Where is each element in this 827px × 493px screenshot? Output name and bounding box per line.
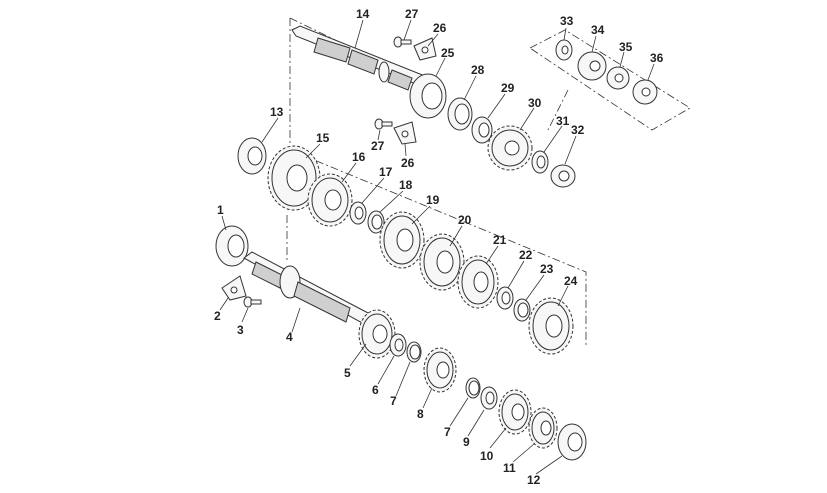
retainer-plate-26-upper (413, 37, 437, 61)
callout-26-lower: 26 (401, 156, 415, 170)
callout-20: 20 (458, 213, 472, 227)
countershaft-4 (243, 251, 371, 325)
assembly-outlines (286, 17, 691, 345)
washer-17 (349, 201, 367, 225)
callout-4: 4 (286, 330, 293, 344)
leader-lines (219, 19, 655, 475)
callout-13: 13 (270, 105, 284, 119)
callout-2: 2 (214, 309, 221, 323)
circlip-18 (367, 210, 385, 234)
callout-12: 12 (527, 473, 541, 487)
callout-1: 1 (217, 203, 224, 217)
callout-7-a: 7 (390, 394, 397, 408)
callout-16: 16 (352, 150, 366, 164)
washer-33 (555, 39, 573, 61)
callout-33: 33 (560, 14, 574, 28)
bearing-12 (557, 423, 587, 461)
retainer-plate-2 (221, 275, 247, 301)
callout-32: 32 (571, 123, 585, 137)
callout-21: 21 (493, 233, 507, 247)
lock-washer-31 (531, 150, 549, 174)
washer-22 (496, 286, 514, 310)
callout-26-upper: 26 (433, 21, 447, 35)
callout-18: 18 (399, 178, 413, 192)
gear-11 (528, 407, 558, 449)
nut-group-outline (529, 29, 691, 131)
callout-17: 17 (379, 165, 393, 179)
callout-36: 36 (650, 51, 664, 65)
bushing-29 (471, 116, 493, 144)
callout-25: 25 (441, 46, 455, 60)
callout-6: 6 (372, 383, 379, 397)
gear-8 (423, 347, 457, 393)
gear-16 (307, 173, 353, 227)
callout-29: 29 (501, 81, 515, 95)
callout-31: 31 (556, 114, 570, 128)
washer-6 (389, 333, 407, 357)
bearing-25 (409, 73, 447, 119)
sprocket-30 (487, 125, 533, 171)
callout-5: 5 (344, 366, 351, 380)
screw-27-upper (393, 36, 412, 48)
gear-24 (528, 297, 574, 355)
callout-3: 3 (237, 323, 244, 337)
callout-9: 9 (463, 435, 470, 449)
retainer-plate-26-lower (393, 121, 417, 145)
callout-7-b: 7 (444, 425, 451, 439)
gear-10 (498, 389, 532, 435)
callout-24: 24 (564, 274, 578, 288)
bearing-1 (215, 225, 249, 267)
gear-21 (457, 255, 499, 309)
screw-27-lower (374, 118, 393, 130)
callout-27-upper: 27 (405, 7, 419, 21)
nut-35 (606, 66, 630, 90)
screw-3 (243, 296, 262, 308)
washer-36 (632, 79, 658, 105)
callout-8: 8 (417, 407, 424, 421)
callout-23: 23 (540, 262, 554, 276)
callout-22: 22 (519, 248, 533, 262)
callout-30: 30 (528, 96, 542, 110)
callout-28: 28 (471, 63, 485, 77)
callout-10: 10 (480, 449, 494, 463)
callout-11: 11 (503, 461, 516, 475)
collar-34 (577, 51, 607, 81)
nut-group-link (547, 89, 569, 131)
ring-28 (447, 97, 473, 131)
gear-20 (419, 233, 465, 291)
callout-27-lower: 27 (371, 139, 385, 153)
callout-35: 35 (619, 40, 633, 54)
bearing-13 (237, 137, 267, 175)
circlip-7-b (465, 377, 481, 399)
gear-19 (379, 211, 425, 269)
washer-9 (480, 386, 498, 410)
callout-34: 34 (591, 23, 605, 37)
circlip-23 (513, 298, 531, 322)
callout-numbers: 1 2 3 4 5 6 7 7 8 9 10 11 12 13 14 15 16… (214, 7, 664, 487)
callout-19: 19 (426, 193, 440, 207)
main-shaft-outline (289, 18, 587, 345)
gear-5 (358, 309, 396, 359)
main-shaft (291, 25, 441, 93)
nut-32 (550, 164, 576, 188)
gear-15 (267, 145, 321, 211)
callout-14: 14 (356, 7, 370, 21)
circlip-7-a (406, 341, 422, 363)
callout-15: 15 (316, 131, 330, 145)
